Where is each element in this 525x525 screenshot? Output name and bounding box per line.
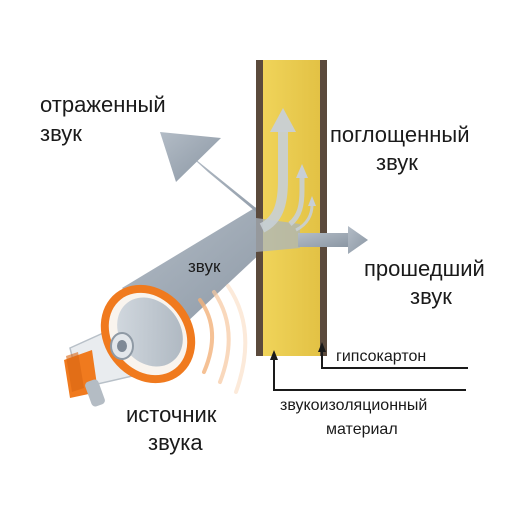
megaphone-icon: [64, 284, 196, 407]
drywall-right: [320, 60, 327, 356]
transmitted-sound-arrow: [298, 226, 368, 254]
reflected-label-line1: отраженный: [40, 92, 166, 117]
insulation-pointer: [273, 358, 466, 391]
insulation-label-line1: звукоизоляционный: [280, 397, 428, 414]
drywall-left: [256, 60, 263, 356]
drywall-label: гипсокартон: [336, 348, 427, 365]
incoming-sound-label: звук: [188, 257, 221, 276]
absorbed-label-line2: звук: [376, 150, 418, 175]
transmitted-label-line1: прошедший: [364, 256, 485, 281]
absorbed-sound-arrows: [259, 108, 316, 233]
drywall-pointer: [321, 350, 468, 369]
transmitted-label-line2: звук: [410, 284, 452, 309]
sound-wave-icon: [198, 284, 248, 394]
reflected-label-line2: звук: [40, 121, 82, 146]
absorbed-label-line1: поглощенный: [330, 122, 470, 147]
source-label-line1: источник: [126, 402, 217, 427]
source-label-line2: звука: [148, 430, 203, 455]
insulation-label-line2: материал: [326, 421, 398, 438]
